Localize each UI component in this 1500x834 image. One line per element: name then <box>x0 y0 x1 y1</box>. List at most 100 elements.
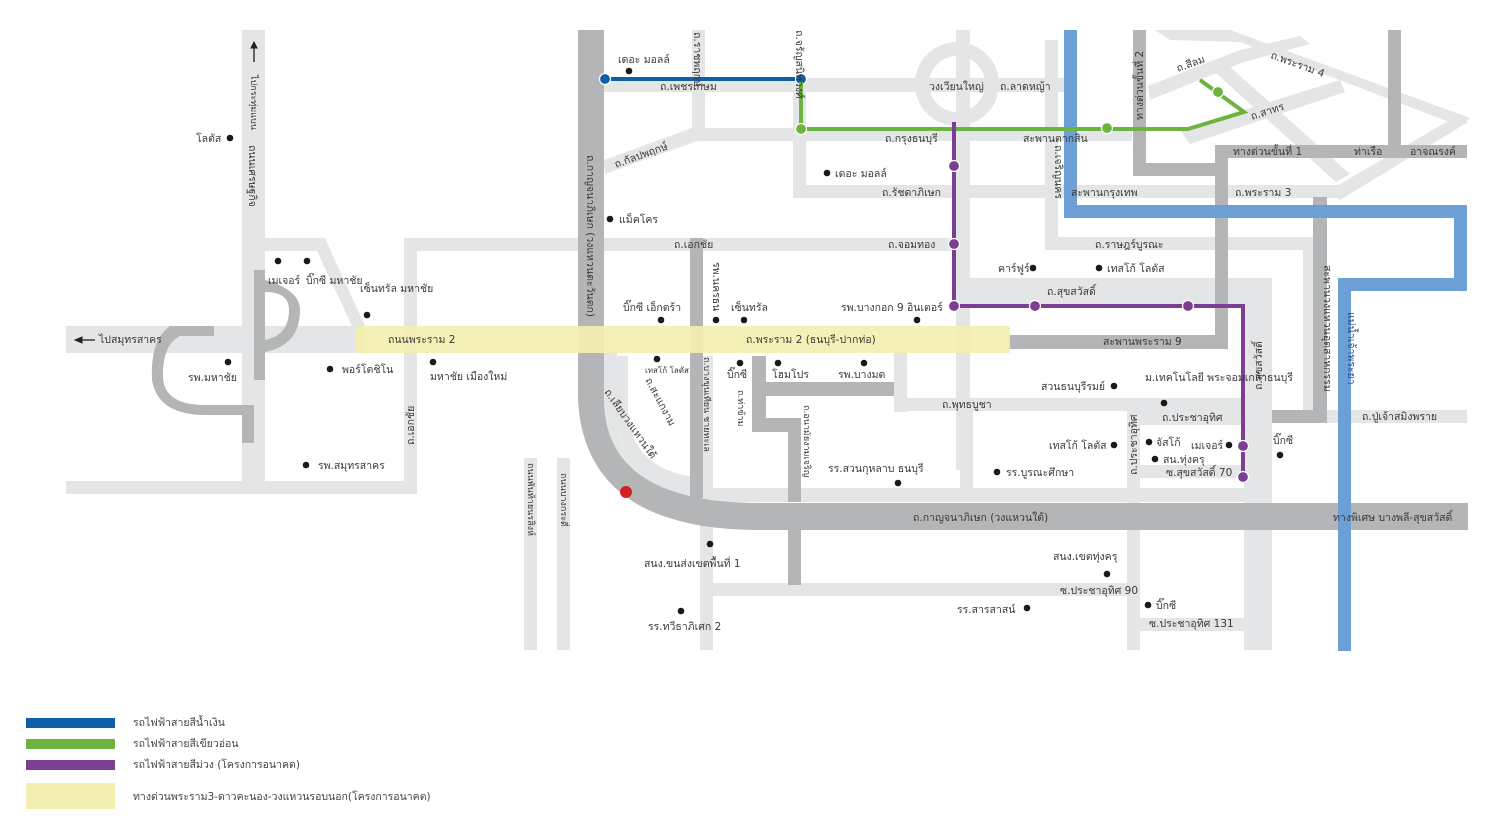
legend-label: รถไฟฟ้าสายสีน้ำเงิน <box>133 717 225 729</box>
legend-item-blue-line: รถไฟฟ้าสายสีน้ำเงิน <box>26 712 431 733</box>
label-ratchadaphisek: ถ.รัชดาภิเษก <box>882 187 941 199</box>
chao-phraya-river <box>1064 30 1467 651</box>
place-central-mahachai: เซ็นทรัล มหาชัย <box>360 281 433 295</box>
road-nakhon-thon <box>690 238 703 498</box>
place-the-mall-2: เดอะ มอลล์ <box>835 167 887 180</box>
label-rama2: ถ.พระราม 2 (ธนบุรี-ปากท่อ) <box>746 333 876 346</box>
blue-line <box>598 72 808 86</box>
label-rama4: ถ.พระราม 4 <box>1269 50 1326 81</box>
label-expressway-stage2: ทางด่วนขั้นที่ 2 <box>1132 51 1146 120</box>
road-ekkachai-vertical <box>404 238 417 494</box>
label-chao-phraya: แม่น้ำเจ้าพระยา <box>1345 312 1359 385</box>
label-charansanitwong: ถ.จรัญสนิทวงศ์ <box>793 30 806 99</box>
label-archnarong: อาจณรงค์ <box>1410 145 1456 158</box>
label-bangphli-suksawat: ทางพิเศษ บางพลี-สุขสวัสดิ์ <box>1333 509 1454 524</box>
legend-swatch-green <box>26 738 115 749</box>
label-taksin-bridge: สะพานตากสิน <box>1023 133 1088 145</box>
road-anamai <box>788 418 801 502</box>
label-ratchaphruek: ถ.ราชพฤกษ์ <box>691 32 704 87</box>
road-expressway-stage1-v <box>1215 145 1228 349</box>
place-bigc-suksawat: บิ๊กซี <box>1273 432 1293 447</box>
label-pracha-uthit90: ซ.ประชาอุทิศ 90 <box>1060 585 1138 597</box>
road-expressway-stage1 <box>1215 145 1467 158</box>
place-burana-suksa: รร.บูรณะศึกษา <box>1006 467 1074 479</box>
place-homepro: โฮมโปร <box>772 368 809 381</box>
place-lotus-top: โลตัส <box>196 132 222 145</box>
road-south-west <box>66 481 417 494</box>
road-tha-kham-h <box>752 382 894 396</box>
road-liap-wongwaen <box>604 352 1244 502</box>
place-samut-sakhon-hosp: รพ.สมุทรสาคร <box>318 460 385 472</box>
legend-item-future-expressway: ทางด่วนพระราม3-ดาวคะนอง-วงแหวนรอบนอก(โคร… <box>26 779 431 813</box>
place-major-suksawat: เมเจอร์ <box>1191 439 1224 452</box>
label-expressway-stage1: ทางด่วนขั้นที่ 1 <box>1233 144 1302 158</box>
road-ratburana <box>1045 237 1315 250</box>
legend-label: รถไฟฟ้าสายสีม่วง (โครงการอนาคต) <box>133 759 300 771</box>
label-ratburana: ถ.ราษฎร์บูรณะ <box>1095 238 1164 251</box>
purple-station <box>1236 439 1250 453</box>
road-samae-dam <box>616 356 700 490</box>
poi-dots <box>224 67 1284 615</box>
place-the-mall-1: เดอะ มอลล์ <box>618 53 670 66</box>
label-suksawat: ถ.สุขสวัสดิ์ <box>1047 283 1097 298</box>
blue-station <box>598 72 612 86</box>
place-bangkok9-hosp: รพ.บางกอก 9 อินเตอร์ <box>841 301 943 314</box>
label-ekkachai-vertical: ถ.เอกชัย <box>405 406 417 445</box>
place-mahachai-muang-mai: มหาชัย เมืองใหม่ <box>430 370 507 383</box>
place-suan-thonburirom: สวนธนบุรีรมย์ <box>1041 380 1105 393</box>
road-tha-kham-h2 <box>752 418 792 432</box>
legend-item-green-line: รถไฟฟ้าสายสีเขียวอ่อน <box>26 733 431 754</box>
purple-station <box>947 159 961 173</box>
label-suksawat-vertical: ถ.สุขสวัสดิ์ <box>1250 340 1265 390</box>
label-tha-ruea: ท่าเรือ <box>1354 145 1382 158</box>
place-tesco-lotus-pracha: เทสโก้ โลตัส <box>1049 439 1107 452</box>
label-wongwian-yai: วงเวียนใหญ่ <box>929 80 984 93</box>
place-thung-khru-district: สนง.เขตทุ่งครุ <box>1053 551 1118 563</box>
road-rama4 <box>1155 30 1470 126</box>
place-bigc-2: บิ๊กซี <box>727 366 747 381</box>
arrow-west-icon <box>73 336 95 344</box>
label-kanchanaphisek-south: ถ.กาญจนาภิเษก (วงแหวนใต้) <box>913 511 1048 524</box>
road-vertical-wongwian <box>956 30 970 470</box>
purple-station <box>1236 470 1250 484</box>
road-phutthabucha <box>894 398 1144 411</box>
place-makro: แม็คโคร <box>619 212 658 226</box>
place-major-mahachai: เมเจอร์ <box>268 274 301 287</box>
road-mahachai-diagonal <box>265 238 365 326</box>
place-suankularb: รร.สวนกุหลาบ ธนบุรี <box>828 462 924 475</box>
road-pracha-uthit <box>1127 398 1247 425</box>
label-rama9-bridge: สะพานพระราม 9 <box>1103 336 1182 348</box>
place-jusco: จัสโก้ <box>1156 436 1181 449</box>
road-ratburana-vertical <box>1303 237 1316 417</box>
label-suksawat70: ซ.สุขสวัสดิ์ 70 <box>1166 464 1232 479</box>
major-roads <box>151 30 1468 585</box>
place-tesco-lotus-small: เทสโก้ โลตัส <box>645 365 689 375</box>
label-to-krathum-baen: ไปกระทุ่มแบน <box>248 74 259 130</box>
label-setthakit: ถนนเศรษฐกิจ <box>246 145 258 207</box>
road-lower-horizontal <box>700 583 1140 596</box>
legend-swatch-blue <box>26 717 115 728</box>
purple-station <box>1181 299 1195 313</box>
road-suksawat-vertical <box>1244 278 1272 650</box>
label-pu-chao: ถ.ปู่เจ้าสมิงพราย <box>1362 411 1437 423</box>
road-kanchanaphisek-west <box>578 30 604 360</box>
legend-swatch-yellow <box>26 783 115 809</box>
project-location-marker[interactable] <box>620 486 632 498</box>
road-ekkachai <box>404 238 952 251</box>
road-industrial-bridge <box>1313 197 1327 423</box>
place-carrefour: คาร์ฟูร์ <box>998 262 1030 275</box>
label-krung-thonburi: ถ.กรุงธนบุรี <box>885 132 938 145</box>
label-phanthai: ถนนพันท้ายนรสิงห์ <box>525 463 537 536</box>
label-rama3: ถ.พระราม 3 <box>1235 187 1291 199</box>
purple-station <box>947 299 961 313</box>
road-samae-dam-curve <box>960 410 973 490</box>
road-phutthabucha-vertical <box>894 352 907 412</box>
road-rama2-west <box>66 326 366 353</box>
place-sarasas: รร.สารสาสน์ <box>957 603 1016 616</box>
label-chom-thong: ถ.จอมทอง <box>888 239 935 251</box>
label-phutthabucha: ถ.พุทธบูชา <box>942 399 992 411</box>
place-nakhon-thon-hosp: รพ.นครธน <box>710 262 722 311</box>
road-rama2-interchange-v <box>254 270 265 380</box>
label-rama2-road: ถนนพระราม 2 <box>388 334 455 346</box>
label-pracha-uthit-vertical: ถ.ประชาอุทิศ <box>1128 414 1140 475</box>
